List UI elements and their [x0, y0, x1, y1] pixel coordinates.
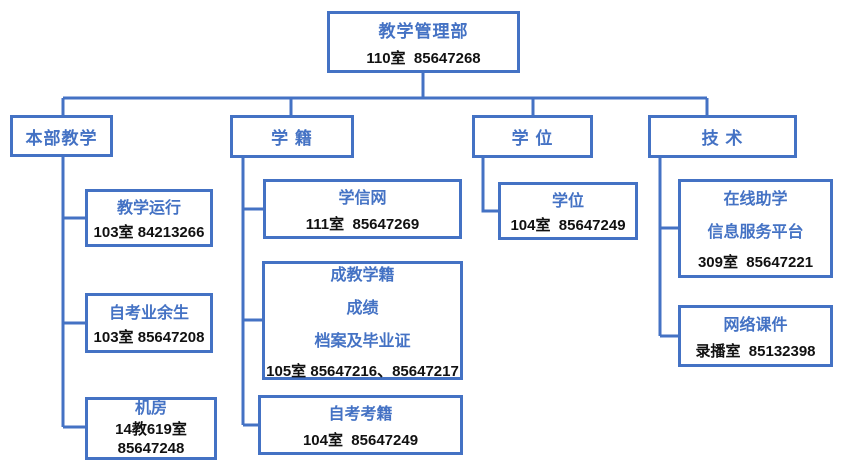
- unit-title: 自考考籍: [328, 406, 393, 423]
- unit-box-zikao-kaoji: 自考考籍 104室 85647249: [258, 395, 463, 455]
- unit-box-jifang: 机房 14教619室 85647248: [85, 397, 217, 460]
- unit-contact: 85647248: [117, 439, 185, 457]
- unit-title: 自考业余生: [108, 305, 189, 322]
- unit-title: 网络课件: [723, 317, 788, 334]
- branch-box-benbu: 本部教学: [10, 115, 113, 157]
- unit-box-jiaoxue-yunxing: 教学运行 103室 84213266: [85, 189, 213, 247]
- unit-title: 机房: [134, 400, 167, 418]
- unit-contact: 111室 85647269: [305, 216, 420, 233]
- branch-box-xueji: 学 籍: [230, 115, 354, 158]
- unit-title: 教学运行: [116, 200, 181, 217]
- root-box: 教学管理部 110室 85647268: [327, 11, 520, 73]
- unit-title: 信息服务平台: [707, 224, 804, 241]
- unit-box-xuexinwang: 学信网 111室 85647269: [263, 179, 462, 239]
- unit-title: 成教学籍: [330, 266, 395, 284]
- branch-label: 技 术: [701, 129, 744, 148]
- unit-box-zaixian-zhuxue: 在线助学 信息服务平台 309室 85647221: [678, 179, 833, 278]
- unit-box-zikao-yeyusheng: 自考业余生 103室 85647208: [85, 293, 213, 353]
- unit-title: 学位: [551, 193, 584, 210]
- branch-box-xuewei: 学 位: [472, 115, 593, 158]
- unit-contact: 104室 85647249: [510, 217, 626, 234]
- unit-contact: 309室 85647221: [697, 254, 814, 271]
- unit-contact: 104室 85647249: [302, 432, 419, 449]
- unit-title: 成绩: [346, 299, 379, 317]
- unit-box-chengjiao-xueji: 成教学籍 成绩 档案及毕业证 105室 85647216、85647217: [262, 261, 463, 380]
- root-title: 教学管理部: [378, 21, 469, 41]
- unit-contact: 14教619室: [115, 420, 187, 438]
- unit-box-xuewei: 学位 104室 85647249: [498, 182, 638, 240]
- branch-box-jishu: 技 术: [648, 115, 797, 158]
- unit-box-wangluo-kejian: 网络课件 录播室 85132398: [678, 305, 833, 367]
- unit-title: 在线助学: [723, 191, 788, 208]
- branch-label: 本部教学: [25, 128, 98, 148]
- unit-title: 学信网: [338, 190, 387, 207]
- unit-contact: 105室 85647216、85647217: [266, 362, 459, 380]
- root-contact: 110室 85647268: [366, 49, 481, 67]
- unit-contact: 录播室 85132398: [695, 343, 816, 360]
- branch-label: 学 籍: [271, 129, 313, 148]
- unit-contact: 103室 84213266: [93, 224, 205, 241]
- unit-contact: 103室 85647208: [93, 329, 205, 346]
- branch-label: 学 位: [511, 129, 554, 148]
- unit-title: 档案及毕业证: [314, 332, 411, 350]
